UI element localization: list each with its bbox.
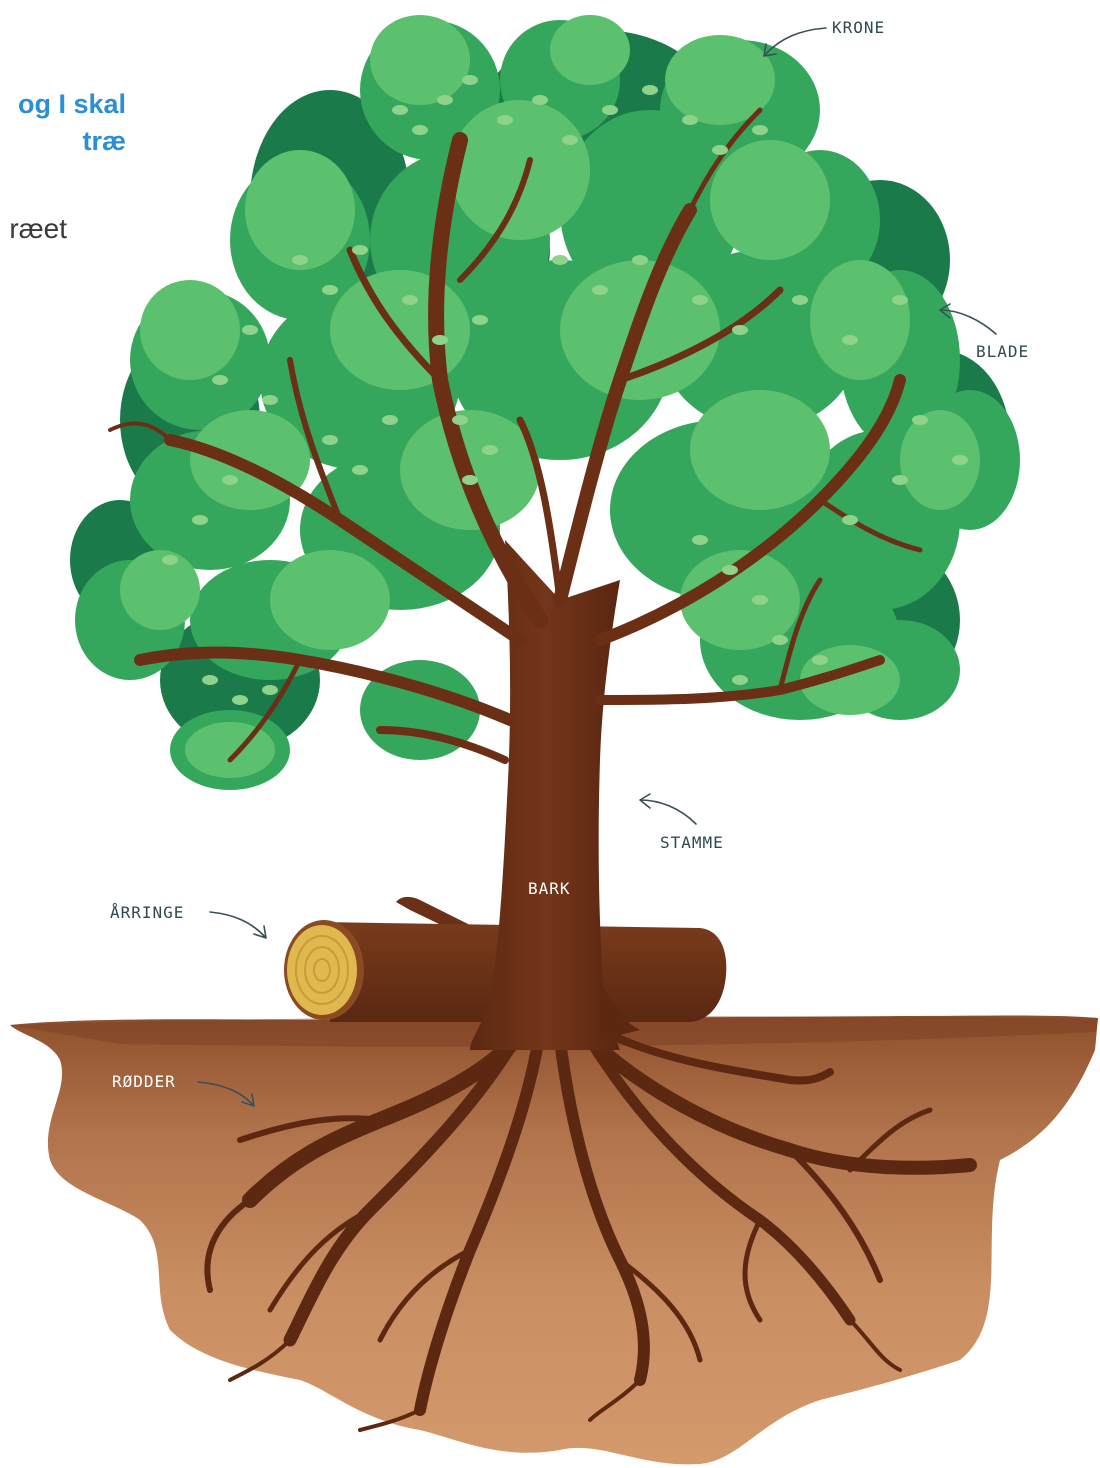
label-trunk-text: STAMME xyxy=(660,833,724,852)
label-bark-text: BARK xyxy=(528,879,571,898)
label-bark: BARK xyxy=(528,879,571,898)
label-crown: KRONE xyxy=(764,18,885,56)
label-roots-text: RØDDER xyxy=(112,1072,176,1091)
label-leaves-text: BLADE xyxy=(976,342,1029,361)
label-growth-rings-text: ÅRRINGE xyxy=(110,903,184,922)
label-crown-text: KRONE xyxy=(832,18,885,37)
label-growth-rings: ÅRRINGE xyxy=(110,903,266,938)
label-trunk: STAMME xyxy=(640,794,724,852)
